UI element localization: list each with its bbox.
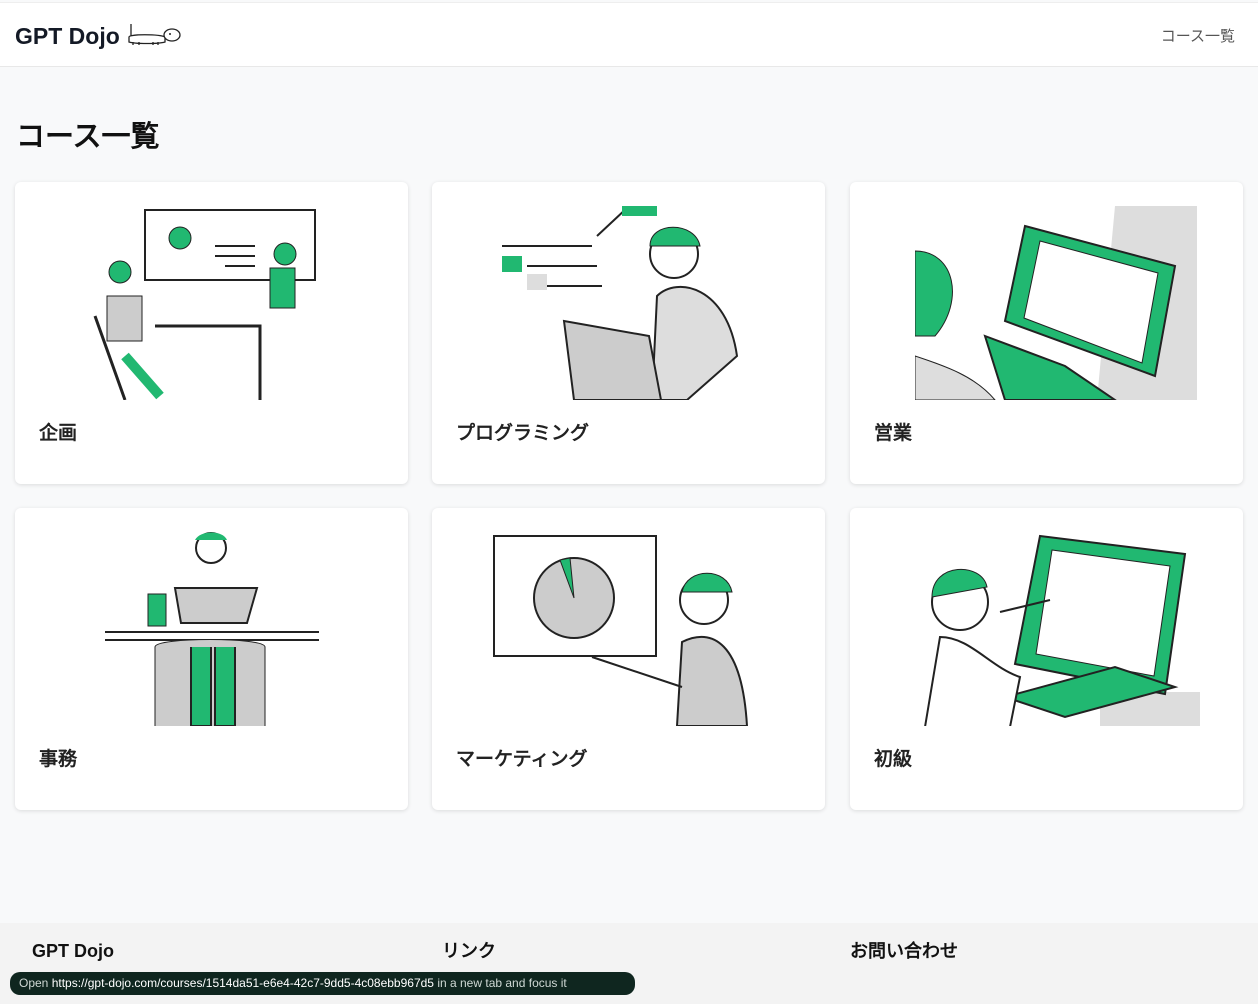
tooltip-url: https://gpt-dojo.com/courses/1514da51-e6… xyxy=(51,976,434,990)
footer-contact-heading: お問い合わせ xyxy=(850,941,958,961)
programming-illustration xyxy=(502,206,739,400)
footer-brand: GPT Dojo xyxy=(32,941,114,961)
course-title: 初級 xyxy=(874,749,913,770)
logo-link[interactable]: GPT Dojo xyxy=(15,21,182,51)
dog-logo-icon xyxy=(128,24,181,45)
course-card-programming[interactable]: プログラミング xyxy=(432,182,825,484)
footer-links-heading: リンク xyxy=(442,941,496,961)
page-title: コース一覧 xyxy=(16,121,160,153)
tooltip-suffix: in a new tab and focus it xyxy=(437,976,567,990)
course-card-office[interactable]: 事務 xyxy=(15,508,408,810)
course-title: 企画 xyxy=(39,423,78,444)
course-card-marketing[interactable]: マーケティング xyxy=(432,508,825,810)
course-title: マーケティング xyxy=(456,749,588,770)
office-illustration xyxy=(105,532,319,726)
course-title: プログラミング xyxy=(456,423,590,444)
marketing-illustration xyxy=(493,535,749,726)
beginner-illustration xyxy=(924,534,1200,726)
planning-illustration xyxy=(93,209,316,400)
tooltip-prefix: Open xyxy=(19,976,49,990)
course-card-planning[interactable]: 企画 xyxy=(15,182,408,484)
course-card-beginner[interactable]: 初級 xyxy=(850,508,1243,810)
header: GPT Dojo コース一覧 xyxy=(0,2,1258,67)
nav-courses-link[interactable]: コース一覧 xyxy=(1160,28,1235,45)
course-title: 営業 xyxy=(874,423,913,444)
course-title: 事務 xyxy=(39,749,78,770)
logo-text: GPT Dojo xyxy=(15,22,120,49)
sales-illustration xyxy=(915,206,1197,400)
course-card-sales[interactable]: 営業 xyxy=(850,182,1243,484)
link-status-tooltip: Open https://gpt-dojo.com/courses/1514da… xyxy=(10,972,635,995)
